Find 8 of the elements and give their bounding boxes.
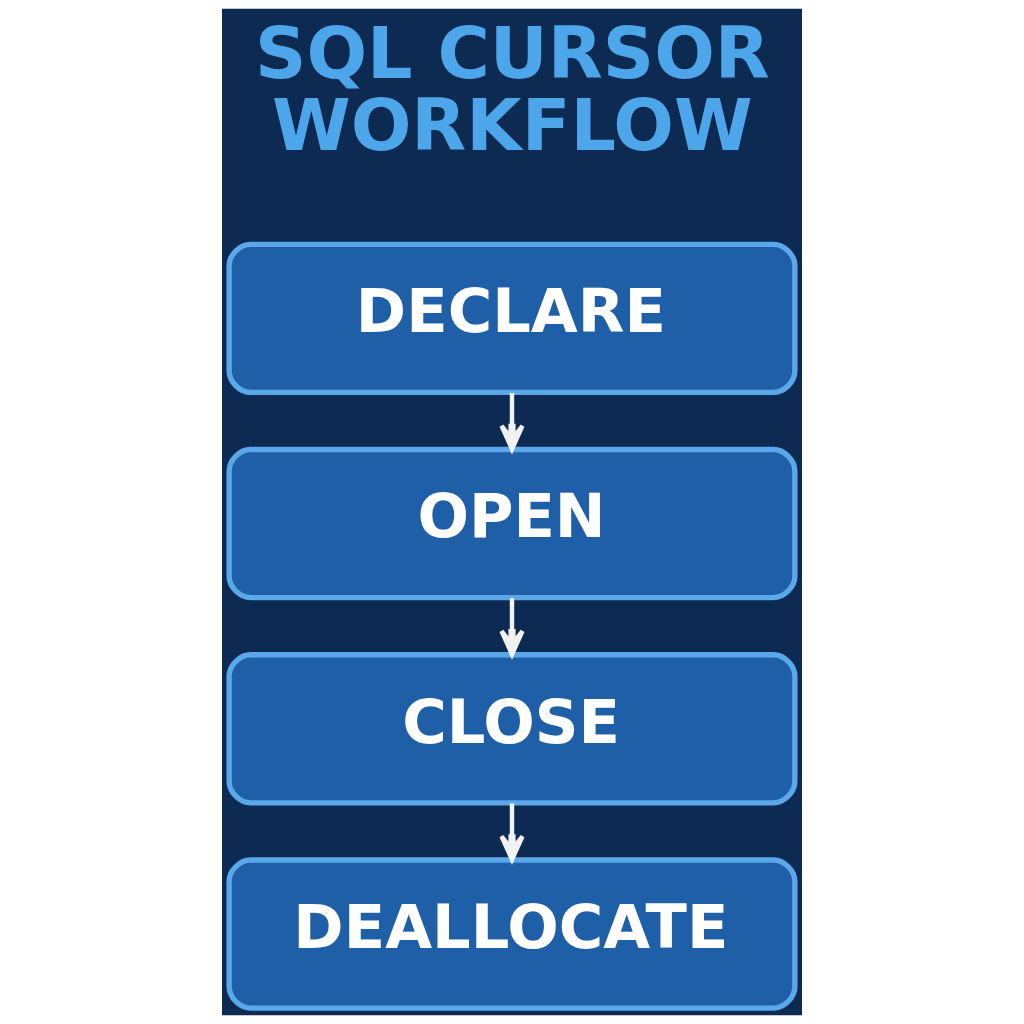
node-box: DEALLOCATE xyxy=(226,857,798,1011)
arrow xyxy=(499,598,525,657)
arrow xyxy=(499,803,525,862)
node-box: OPEN xyxy=(226,446,798,601)
node-box: DECLARE xyxy=(226,241,798,396)
diagram-title: SQL CURSOR WORKFLOW xyxy=(255,12,770,167)
arrow xyxy=(499,392,525,452)
node-box: CLOSE xyxy=(226,652,798,806)
